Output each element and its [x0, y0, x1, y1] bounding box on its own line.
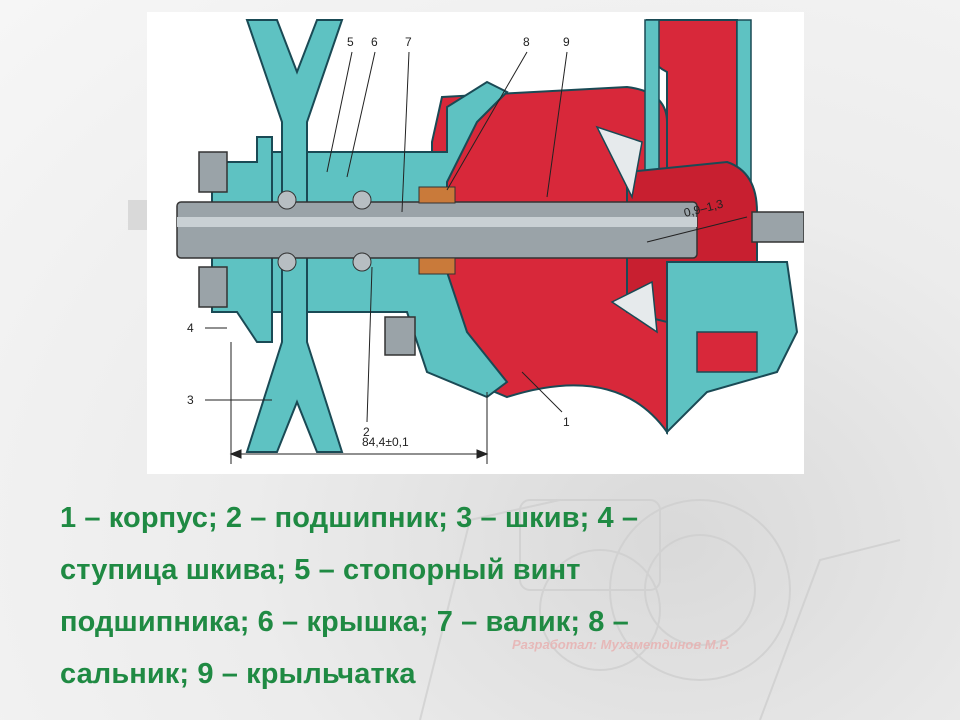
caption-line-1: 1 – корпус; 2 – подшипник; 3 – шкив; 4 – — [60, 502, 639, 534]
callout-3: 3 — [187, 393, 194, 407]
mount-bolt — [384, 316, 416, 356]
callout-8: 8 — [523, 35, 530, 49]
bearing-balls — [277, 190, 372, 272]
callout-5: 5 — [347, 35, 354, 49]
callout-7: 7 — [405, 35, 412, 49]
callout-4: 4 — [187, 321, 194, 335]
parts-legend-caption: 1 – корпус; 2 – подшипник; 3 – шкив; 4 –… — [60, 492, 800, 700]
callout-2: 2 — [363, 425, 370, 439]
oil-seal — [418, 186, 456, 275]
shaft — [176, 201, 698, 259]
callout-1: 1 — [563, 415, 570, 429]
water-pump-cross-section: 84,4±0,1 0,9–1,3 1 2 3 4 5 6 7 8 9 — [176, 19, 804, 464]
dimension-84 — [229, 342, 489, 464]
water-pump-diagram-panel: 84,4±0,1 0,9–1,3 1 2 3 4 5 6 7 8 9 — [147, 12, 804, 474]
caption-line-3: подшипника; 6 – крышка; 7 – валик; 8 – — [60, 606, 629, 638]
callout-6: 6 — [371, 35, 378, 49]
caption-line-4: сальник; 9 – крыльчатка — [60, 658, 416, 690]
author-watermark: Разработал: Мухаметдинов М.Р. — [512, 637, 730, 652]
dimension-label-main: 84,4±0,1 — [362, 435, 409, 449]
caption-line-2: ступица шкива; 5 – стопорный винт — [60, 554, 581, 586]
hub-bolt-nut — [198, 151, 228, 193]
callout-9: 9 — [563, 35, 570, 49]
